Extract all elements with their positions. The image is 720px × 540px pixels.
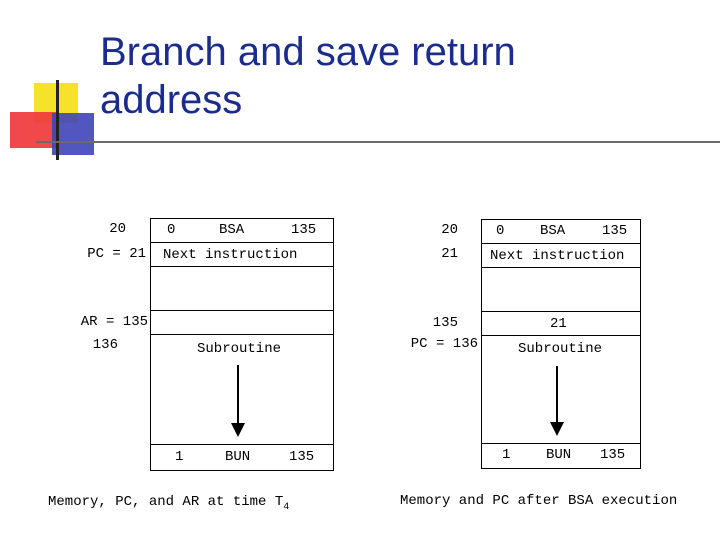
memory-row-bun: 1 BUN 135 bbox=[482, 444, 640, 468]
address-label: 20 bbox=[441, 222, 458, 238]
row-cell: 135 bbox=[289, 449, 315, 465]
row-cell: BSA bbox=[540, 223, 566, 239]
memory-row-135 bbox=[151, 311, 333, 335]
address-label: 135 bbox=[432, 315, 458, 331]
memory-block: 0 BSA 135 Next instruction 21 Subroutine… bbox=[481, 219, 641, 469]
decor-vertical-line bbox=[56, 80, 59, 160]
address-label: 21 bbox=[441, 246, 458, 262]
row-cell: 135 bbox=[291, 222, 317, 238]
row-cell: BUN bbox=[546, 447, 572, 463]
caption-text: Memory, PC, and AR at time T bbox=[48, 494, 284, 510]
row-cell: BUN bbox=[225, 449, 251, 465]
memory-row-135: 21 bbox=[482, 312, 640, 336]
memory-row-empty bbox=[151, 267, 333, 311]
address-label: 20 bbox=[109, 221, 126, 237]
arrow-down-icon bbox=[550, 422, 564, 436]
address-label: 136 bbox=[92, 337, 118, 353]
row-cell: Next instruction bbox=[490, 248, 625, 264]
decor-blue-square bbox=[52, 113, 94, 155]
row-cell: 0 bbox=[167, 222, 176, 238]
right-caption: Memory and PC after BSA execution bbox=[400, 493, 678, 509]
row-cell: Subroutine bbox=[518, 341, 603, 357]
arrow-shaft bbox=[237, 365, 239, 423]
row-cell: Next instruction bbox=[163, 247, 298, 263]
memory-block: 0 BSA 135 Next instruction Subroutine 1 … bbox=[150, 218, 334, 471]
left-caption: Memory, PC, and AR at time T4 bbox=[48, 494, 289, 513]
slide-title: Branch and save return address bbox=[100, 30, 516, 122]
memory-row-bun: 1 BUN 135 bbox=[151, 445, 333, 470]
memory-row-bsa: 0 BSA 135 bbox=[482, 220, 640, 244]
pc-label: PC = 21 bbox=[87, 246, 146, 262]
memory-row-empty bbox=[482, 268, 640, 312]
arrow-shaft bbox=[556, 366, 558, 422]
arrow-down-icon bbox=[231, 423, 245, 437]
row-cell: 135 bbox=[602, 223, 628, 239]
memory-row-bsa: 0 BSA 135 bbox=[151, 219, 333, 243]
row-cell: 1 bbox=[502, 447, 511, 463]
row-cell: Subroutine bbox=[197, 341, 282, 357]
memory-row-next: Next instruction bbox=[482, 244, 640, 268]
ar-label: AR = 135 bbox=[80, 314, 148, 330]
row-cell: BSA bbox=[219, 222, 245, 238]
title-underline bbox=[36, 141, 720, 143]
row-cell: 0 bbox=[496, 223, 505, 239]
pc-label: PC = 136 bbox=[410, 336, 478, 352]
memory-row-subroutine: Subroutine bbox=[151, 335, 333, 445]
row-cell: 21 bbox=[550, 316, 567, 332]
row-cell: 135 bbox=[600, 447, 626, 463]
row-cell: 1 bbox=[175, 449, 184, 465]
memory-row-next: Next instruction bbox=[151, 243, 333, 267]
memory-row-subroutine: Subroutine bbox=[482, 336, 640, 444]
caption-subscript: 4 bbox=[283, 501, 290, 513]
